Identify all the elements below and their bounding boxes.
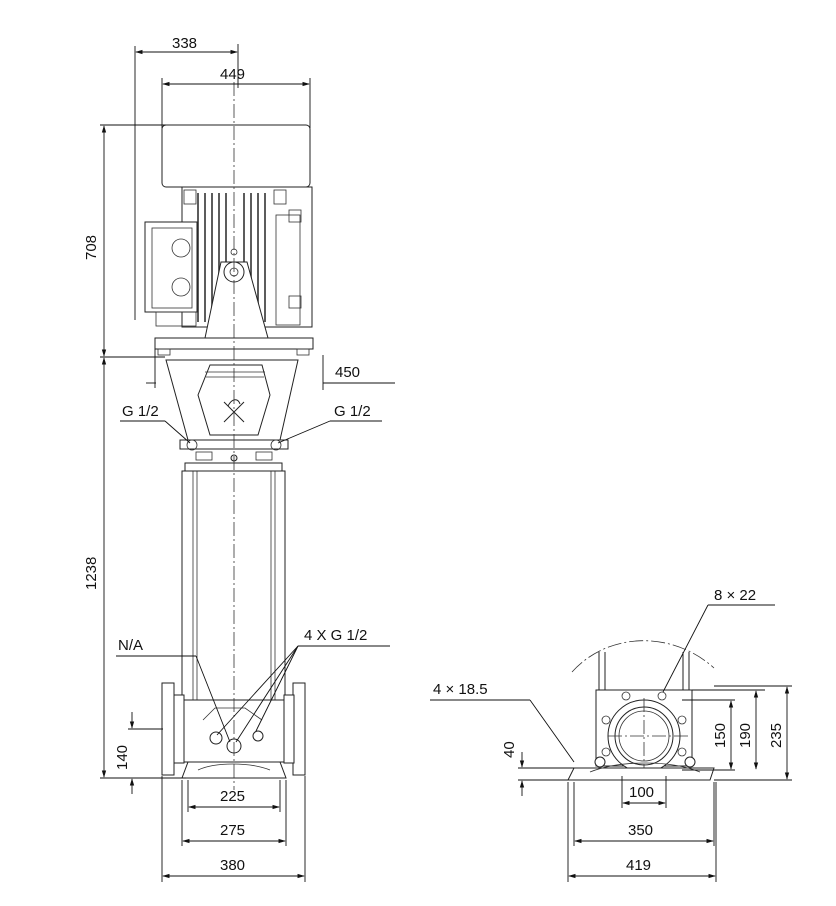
inlet-neck [173, 694, 185, 764]
dim-449: 449 [220, 66, 245, 83]
front-dimensions: 338 449 708 450 1238 140 225 [83, 35, 395, 882]
drain-plug-1 [209, 731, 223, 745]
dim-338: 338 [172, 35, 197, 52]
motor-fan-cover [161, 124, 311, 188]
pump-sleeve [181, 470, 286, 707]
dim-1238: 1238 [83, 557, 100, 590]
foot-arch [197, 763, 271, 771]
dim-190: 190 [737, 723, 754, 748]
head-bolt-l [195, 451, 213, 461]
dim-419: 419 [626, 857, 651, 874]
label-g12-left: G 1/2 [122, 403, 159, 420]
label-na: N/A [118, 637, 143, 654]
dim-708: 708 [83, 235, 100, 260]
label-4xg12: 4 X G 1/2 [304, 627, 367, 644]
motor-bolt-tr [273, 189, 287, 205]
vent-plug-left [186, 439, 198, 451]
terminal-box-inner [151, 227, 193, 309]
outlet-neck [283, 694, 295, 764]
dim-140: 140 [114, 745, 131, 770]
outlet-flange [292, 682, 306, 776]
inlet-flange [161, 682, 175, 776]
dim-40: 40 [501, 741, 518, 758]
cable-gland-1 [171, 238, 191, 258]
foot-hole-left [594, 756, 606, 768]
base-dimensions: 8 × 22 4 × 18.5 40 150 190 235 100 [430, 587, 792, 882]
dim-350: 350 [628, 822, 653, 839]
dim-235: 235 [768, 723, 785, 748]
foot-hole-right [684, 756, 696, 768]
base-foot-side [567, 767, 715, 781]
front-view [144, 82, 314, 790]
motor-side-plate [275, 214, 301, 326]
label-g12-right: G 1/2 [334, 403, 371, 420]
motor-bolt-tl [183, 189, 197, 205]
base-foot-arch [589, 762, 701, 773]
sleeve-top [184, 462, 283, 472]
dim-150: 150 [712, 723, 729, 748]
flange-bolt-l [157, 348, 171, 356]
terminal-box-base [155, 311, 197, 327]
terminal-box [144, 221, 198, 313]
base-view [567, 640, 715, 781]
cable-gland-2 [171, 277, 191, 297]
dim-8x22: 8 × 22 [714, 587, 756, 604]
dim-450: 450 [335, 364, 360, 381]
drain-plug-3 [252, 730, 264, 742]
vent-plug-right [270, 439, 282, 451]
flange-bolt-r [296, 348, 310, 356]
dim-275: 275 [220, 822, 245, 839]
dim-4x18-5: 4 × 18.5 [433, 681, 488, 698]
motor-bolt-r2 [288, 295, 302, 309]
dim-225: 225 [220, 788, 245, 805]
head-bolt-r [255, 451, 273, 461]
base-view-arc [571, 640, 715, 673]
dim-380: 380 [220, 857, 245, 874]
motor-bolt-r1 [288, 209, 302, 223]
dim-100: 100 [629, 784, 654, 801]
base-internal-line [202, 707, 263, 721]
front-labels: G 1/2 G 1/2 N/A 4 X G 1/2 [116, 403, 390, 743]
